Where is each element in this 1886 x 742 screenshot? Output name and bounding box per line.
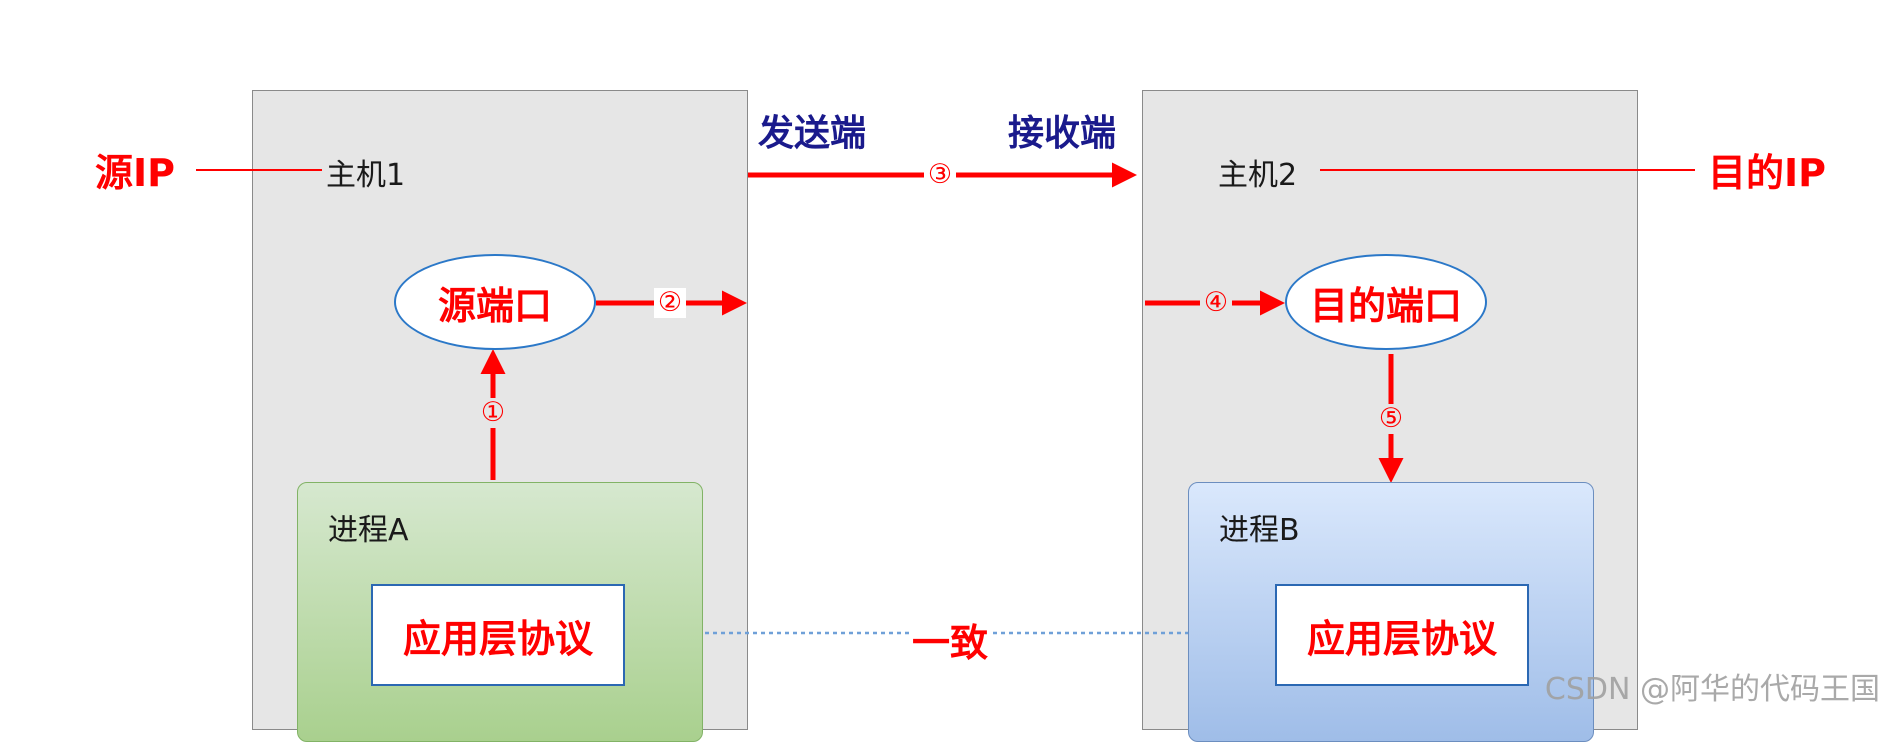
dest-port-ellipse: 目的端口 bbox=[1285, 254, 1487, 350]
step-1-marker: ① bbox=[477, 398, 509, 428]
sender-label: 发送端 bbox=[758, 113, 867, 154]
step-4-marker: ④ bbox=[1200, 288, 1232, 318]
host-1-label: 主机1 bbox=[324, 150, 408, 194]
protocol-b-box: 应用层协议 bbox=[1275, 584, 1529, 686]
step-2-marker: ② bbox=[654, 288, 686, 318]
source-port-ellipse: 源端口 bbox=[394, 254, 596, 350]
host-2-label: 主机2 bbox=[1216, 150, 1300, 194]
source-ip-label: 源IP bbox=[95, 151, 175, 195]
watermark: CSDN @阿华的代码王国 bbox=[1544, 672, 1880, 707]
dest-ip-label: 目的IP bbox=[1708, 151, 1826, 195]
process-b-label: 进程B bbox=[1219, 513, 1300, 548]
consistent-label: 一致 bbox=[910, 612, 991, 667]
receiver-label: 接收端 bbox=[1008, 113, 1117, 154]
protocol-a-box: 应用层协议 bbox=[371, 584, 625, 686]
process-a-box: 进程A bbox=[297, 482, 703, 742]
process-a-label: 进程A bbox=[328, 513, 409, 548]
step-5-marker: ⑤ bbox=[1375, 404, 1407, 434]
step-3-marker: ③ bbox=[924, 160, 956, 190]
